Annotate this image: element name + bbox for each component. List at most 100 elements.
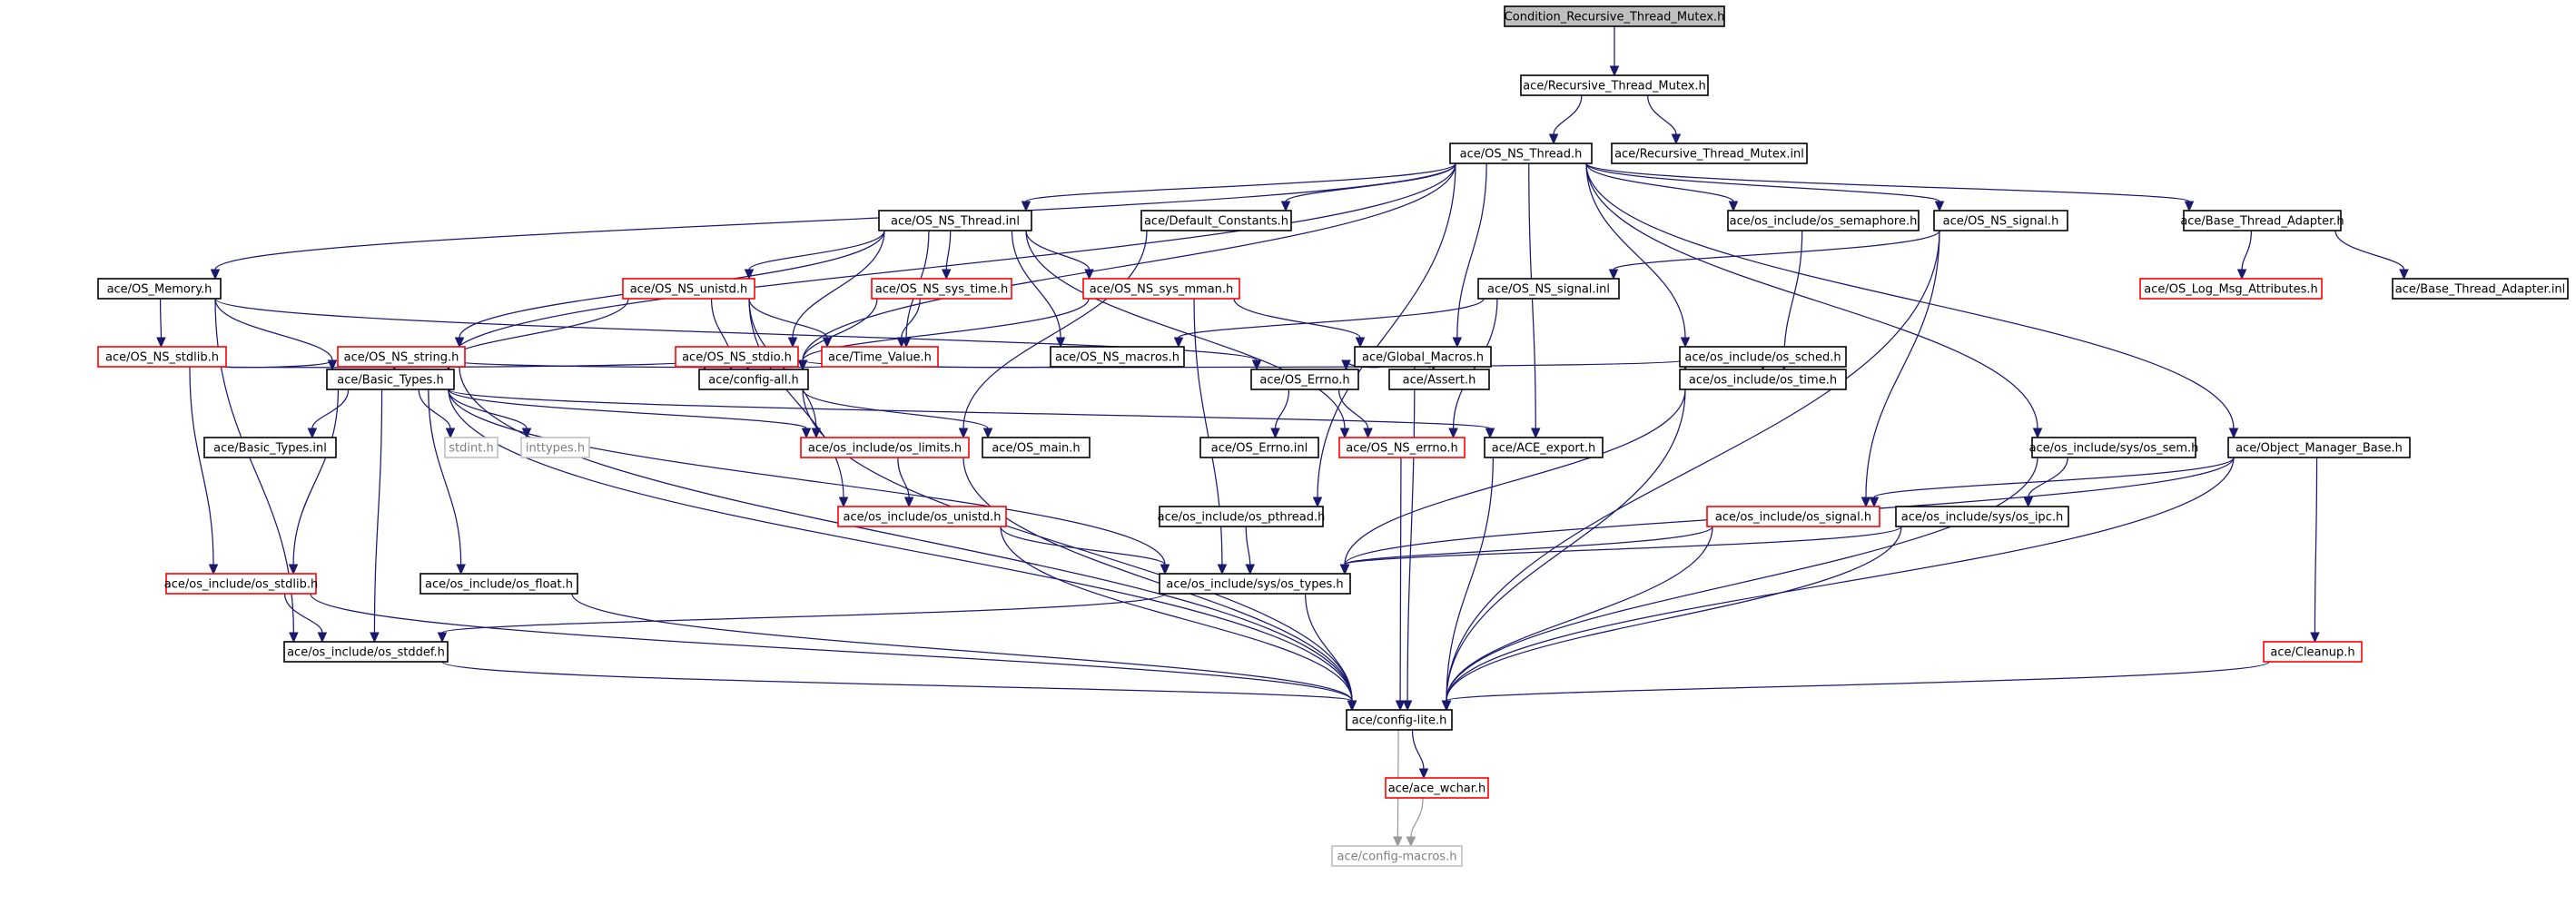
edge-line xyxy=(1446,457,2038,702)
edge-line xyxy=(802,298,878,361)
node-nsthreadinl[interactable]: ace/OS_NS_Thread.inl xyxy=(878,210,1032,231)
node-box xyxy=(1679,346,1847,368)
node-acewchar[interactable]: ace/ace_wchar.h xyxy=(1385,777,1489,799)
node-osmemory[interactable]: ace/OS_Memory.h xyxy=(97,278,222,300)
arrowhead xyxy=(1245,564,1256,576)
node-box xyxy=(982,437,1091,458)
node-box xyxy=(1477,278,1620,300)
node-ostime[interactable]: ace/os_include/os_time.h xyxy=(1679,369,1847,390)
node-nsunistd[interactable]: ace/OS_NS_unistd.h xyxy=(622,278,755,300)
node-rtminl[interactable]: ace/Recursive_Thread_Mutex.inl xyxy=(1611,143,1808,164)
node-sysipc[interactable]: ace/os_include/sys/os_ipc.h xyxy=(1895,506,2069,527)
edge-nsstdlib-to-osstdlib xyxy=(189,366,219,576)
edge-nsthreadinl-to-nsunistd xyxy=(744,230,885,280)
node-basictypes[interactable]: ace/Basic_Types.h xyxy=(326,369,455,390)
edge-nsthread-to-omb xyxy=(1585,162,2239,439)
node-box xyxy=(1484,437,1604,458)
node-label: ace/Time_Value.h xyxy=(828,351,932,365)
node-syssem[interactable]: ace/os_include/sys/os_sem.h xyxy=(2029,437,2199,458)
node-oserrnoinl[interactable]: ace/OS_Errno.inl xyxy=(1199,437,1319,458)
node-nsstdlib[interactable]: ace/OS_NS_stdlib.h xyxy=(97,346,227,368)
edge-line xyxy=(441,593,1166,634)
node-label: ace/os_include/os_float.h xyxy=(425,578,573,592)
node-box xyxy=(2139,278,2323,300)
node-oserrno[interactable]: ace/OS_Errno.h xyxy=(1250,369,1359,390)
node-globalmacros[interactable]: ace/Global_Macros.h xyxy=(1354,346,1492,368)
node-oslimits[interactable]: ace/os_include/os_limits.h xyxy=(800,437,970,458)
node-label: ace/ace_wchar.h xyxy=(1388,782,1486,796)
edge-sysipc-to-systypes xyxy=(1339,526,1902,576)
edge-line xyxy=(2314,457,2318,634)
node-root[interactable]: Condition_Recursive_Thread_Mutex.h xyxy=(1504,5,1725,27)
node-ossched[interactable]: ace/os_include/os_sched.h xyxy=(1679,346,1847,368)
edge-line xyxy=(1406,366,1416,702)
node-nssystime[interactable]: ace/OS_NS_sys_time.h xyxy=(871,278,1012,300)
node-box xyxy=(675,346,799,368)
edge-line xyxy=(962,457,1353,702)
edge-line xyxy=(1305,593,1353,702)
node-cleanup[interactable]: ace/Cleanup.h xyxy=(2263,641,2363,663)
node-label: ace/OS_Errno.inl xyxy=(1211,442,1308,456)
edge-line xyxy=(748,298,844,498)
node-nssignalinl[interactable]: ace/OS_NS_signal.inl xyxy=(1477,278,1620,300)
node-rtm[interactable]: ace/Recursive_Thread_Mutex.h xyxy=(1520,74,1709,96)
node-box xyxy=(2183,210,2342,231)
node-nserrno[interactable]: ace/OS_NS_errno.h xyxy=(1338,437,1466,458)
node-systypes[interactable]: ace/os_include/sys/os_types.h xyxy=(1159,573,1351,595)
node-nssignal[interactable]: ace/OS_NS_signal.h xyxy=(1933,210,2068,231)
edge-line xyxy=(1245,526,1251,566)
node-aceexport[interactable]: ace/ACE_export.h xyxy=(1484,437,1604,458)
node-label: ace/Base_Thread_Adapter.h xyxy=(2180,215,2344,229)
arrowhead xyxy=(838,497,849,508)
arrowhead xyxy=(1485,428,1495,439)
node-configlite[interactable]: ace/config-lite.h xyxy=(1346,709,1453,731)
node-box xyxy=(337,346,466,368)
node-osstdlib[interactable]: ace/os_include/os_stdlib.h xyxy=(164,573,318,595)
node-osmain[interactable]: ace/OS_main.h xyxy=(982,437,1091,458)
edge-line xyxy=(1553,94,1583,135)
node-osunistd[interactable]: ace/os_include/os_unistd.h xyxy=(837,506,1007,527)
edge-ospthread-to-systypes xyxy=(1245,526,1256,576)
node-nsmacros[interactable]: ace/OS_NS_macros.h xyxy=(1050,346,1185,368)
node-configall[interactable]: ace/config-all.h xyxy=(698,369,809,390)
edge-line xyxy=(1011,230,1061,339)
node-timevalue[interactable]: ace/Time_Value.h xyxy=(821,346,939,368)
arrowhead xyxy=(2228,428,2239,439)
node-osfloat[interactable]: ace/os_include/os_float.h xyxy=(419,573,578,595)
arrowhead xyxy=(1869,497,1880,508)
arrowhead xyxy=(156,337,166,349)
arrowhead xyxy=(1021,201,1031,212)
node-label: ace/os_include/os_limits.h xyxy=(808,442,962,456)
edge-line xyxy=(1585,162,1734,202)
node-ospthread[interactable]: ace/os_include/os_pthread.h xyxy=(1158,506,1326,527)
node-box xyxy=(1679,369,1847,390)
node-box xyxy=(1199,437,1319,458)
node-btainl[interactable]: ace/Base_Thread_Adapter.inl xyxy=(2392,278,2569,300)
arrowhead xyxy=(1339,428,1350,439)
node-label: ace/os_include/sys/os_sem.h xyxy=(2029,442,2199,456)
node-nsstdio[interactable]: ace/OS_NS_stdio.h xyxy=(675,346,799,368)
arrowhead xyxy=(1339,564,1350,576)
node-ossem[interactable]: ace/os_include/os_semaphore.h xyxy=(1727,210,1920,231)
node-ossignal[interactable]: ace/os_include/os_signal.h xyxy=(1706,506,1880,527)
node-box xyxy=(419,573,578,595)
edge-line xyxy=(448,389,807,429)
node-box xyxy=(1050,346,1185,368)
arrowhead xyxy=(1418,768,1429,780)
arrowhead xyxy=(2184,201,2195,212)
node-defconst[interactable]: ace/Default_Constants.h xyxy=(1140,210,1292,231)
edge-nsthread-to-globalmacros xyxy=(1452,162,1487,349)
node-nsstring[interactable]: ace/OS_NS_string.h xyxy=(337,346,466,368)
arrowhead xyxy=(1217,564,1228,576)
arrowhead xyxy=(1055,337,1066,349)
node-nsthread[interactable]: ace/OS_NS_Thread.h xyxy=(1449,143,1593,164)
node-assert[interactable]: ace/Assert.h xyxy=(1388,369,1490,390)
node-logmsg[interactable]: ace/OS_Log_Msg_Attributes.h xyxy=(2139,278,2323,300)
node-label: ace/Recursive_Thread_Mutex.inl xyxy=(1614,148,1804,162)
node-nssysmman[interactable]: ace/OS_NS_sys_mman.h xyxy=(1082,278,1240,300)
node-bta[interactable]: ace/Base_Thread_Adapter.h xyxy=(2180,210,2344,231)
arrowhead xyxy=(456,564,466,576)
node-osstddef[interactable]: ace/os_include/os_stddef.h xyxy=(283,641,449,663)
node-basictypesinl[interactable]: ace/Basic_Types.inl xyxy=(203,437,337,458)
node-omb[interactable]: ace/Object_Manager_Base.h xyxy=(2227,437,2411,458)
